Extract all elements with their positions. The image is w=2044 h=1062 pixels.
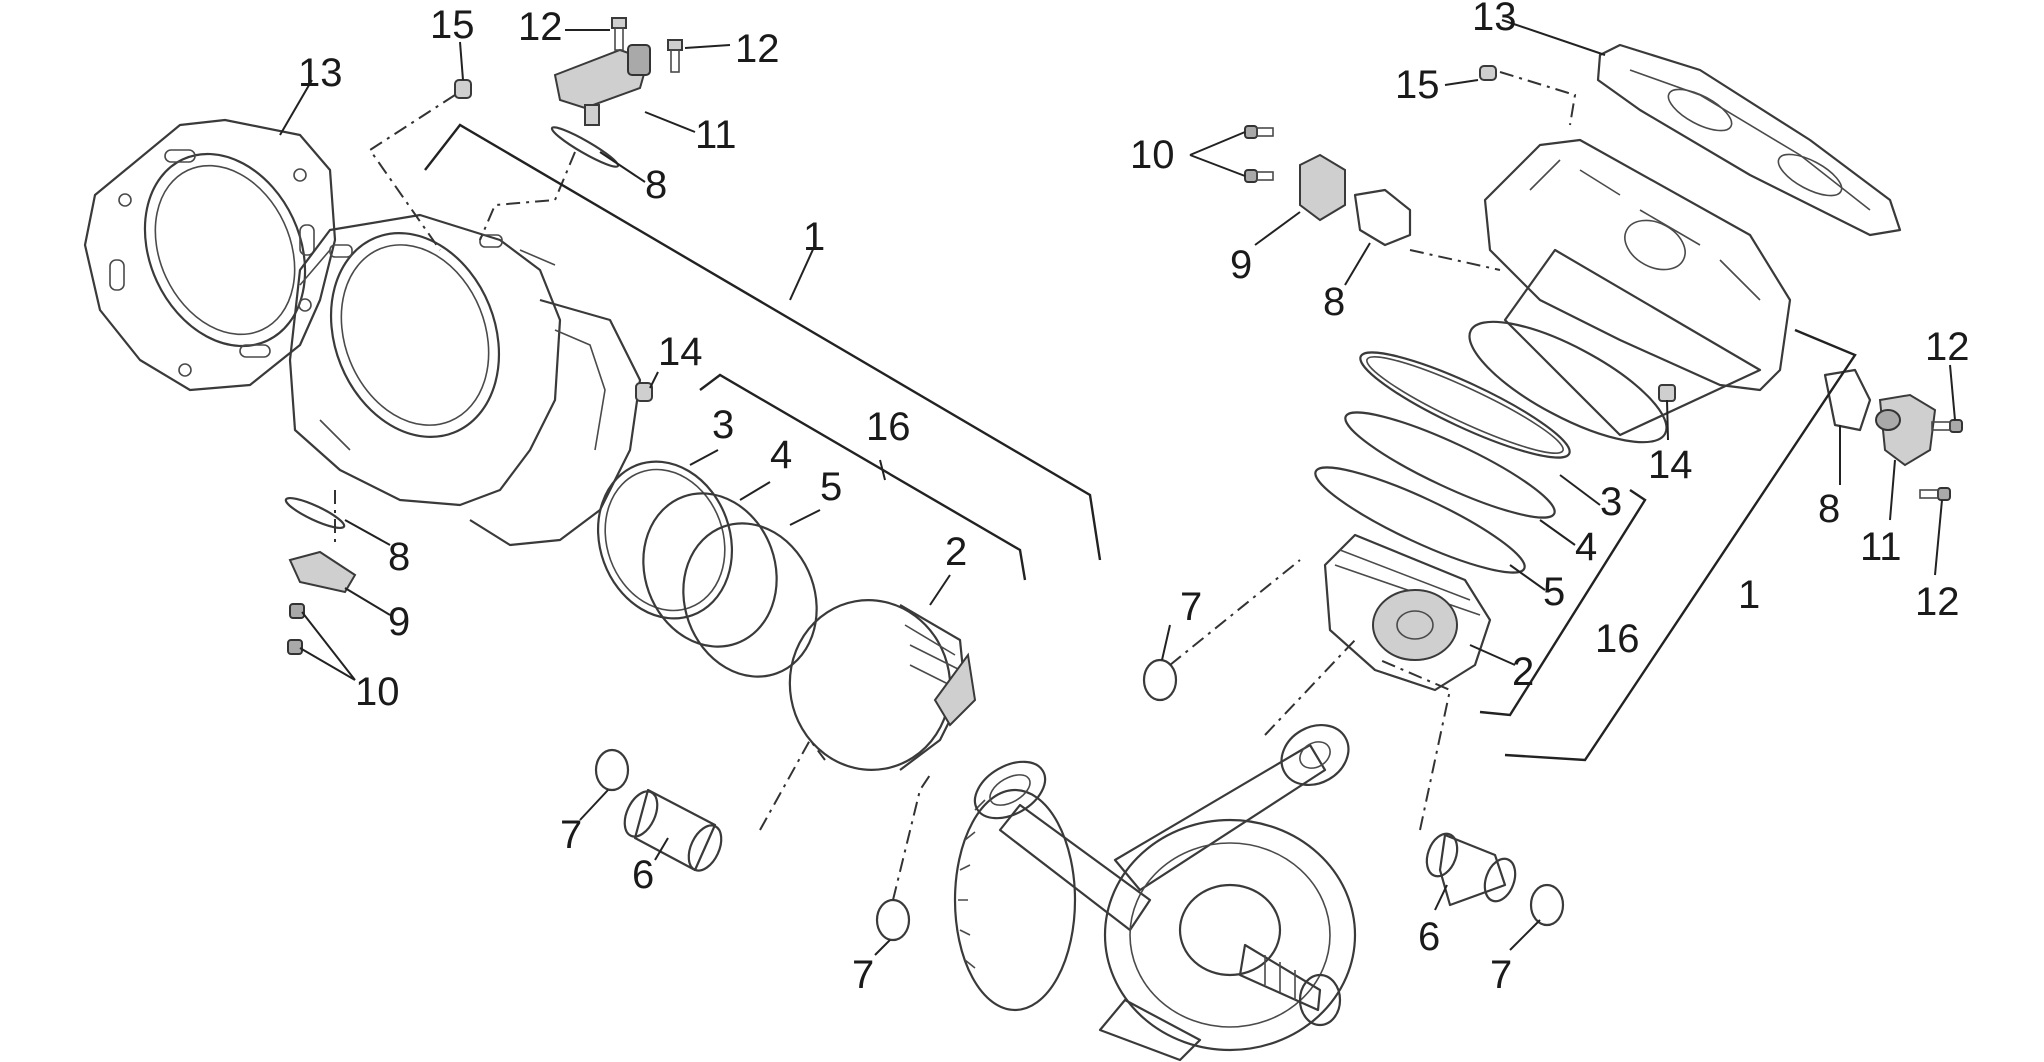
cover-plate-9-right bbox=[1299, 153, 1346, 222]
cylinder-right bbox=[1468, 138, 1792, 444]
dowel-15-left bbox=[454, 79, 472, 99]
head-gasket-left bbox=[83, 118, 337, 392]
group-bracket-16-right bbox=[1479, 489, 1647, 717]
gasket-8-right-top bbox=[1353, 188, 1412, 247]
label-13-left: 13 bbox=[298, 51, 343, 95]
label-6-right: 6 bbox=[1418, 915, 1440, 959]
label-16-left: 16 bbox=[866, 405, 911, 449]
label-11-left: 11 bbox=[695, 113, 737, 157]
label-12-right-b: 12 bbox=[1915, 580, 1960, 624]
alignment-lines bbox=[334, 71, 1577, 901]
label-14-left: 14 bbox=[658, 330, 703, 374]
dowel-14-left bbox=[635, 382, 653, 402]
label-13-right: 13 bbox=[1472, 0, 1517, 39]
label-7-right-b: 7 bbox=[1490, 953, 1512, 997]
label-4-right: 4 bbox=[1575, 525, 1597, 569]
label-12-left-a: 12 bbox=[518, 5, 563, 49]
bolt-12-left-a bbox=[611, 17, 627, 51]
label-15-left: 15 bbox=[430, 3, 475, 47]
group-bracket-1-left bbox=[424, 123, 1102, 561]
dowel-15-right bbox=[1479, 65, 1497, 81]
label-9-right: 9 bbox=[1230, 243, 1252, 287]
part-labels: 13 15 12 12 11 8 1 14 16 3 4 5 2 8 9 10 … bbox=[298, 0, 1970, 997]
piston-pin-right bbox=[1425, 832, 1517, 907]
label-8-left-top: 8 bbox=[645, 163, 667, 207]
circlip-7-right-a bbox=[1142, 658, 1178, 702]
chain-tensioner-right bbox=[1875, 393, 1937, 467]
label-4-left: 4 bbox=[770, 433, 792, 477]
label-6-left: 6 bbox=[632, 853, 654, 897]
head-gasket-right bbox=[1596, 43, 1902, 237]
bolt-12-right-a bbox=[1931, 419, 1963, 433]
bolt-12-right-b bbox=[1919, 487, 1951, 501]
bolt-12-left-b bbox=[667, 39, 683, 73]
piston-rings-left bbox=[596, 460, 818, 678]
circlip-7-left-a bbox=[594, 748, 630, 792]
crankshaft-conrod bbox=[953, 723, 1357, 1062]
label-10-right: 10 bbox=[1130, 133, 1175, 177]
label-1-right: 1 bbox=[1738, 573, 1760, 617]
label-3-right: 3 bbox=[1600, 480, 1622, 524]
label-7-left-a: 7 bbox=[560, 813, 582, 857]
bolts-10-right bbox=[1244, 125, 1274, 183]
label-2-left: 2 bbox=[945, 530, 967, 574]
label-12-left-b: 12 bbox=[735, 27, 780, 71]
piston-right bbox=[1323, 533, 1492, 692]
label-14-right: 14 bbox=[1648, 443, 1693, 487]
bolts-10-left bbox=[287, 603, 305, 655]
chain-tensioner-left bbox=[553, 44, 651, 126]
label-9-left: 9 bbox=[388, 600, 410, 644]
label-7-right-a: 7 bbox=[1180, 585, 1202, 629]
gasket-8-left-bottom bbox=[284, 496, 346, 530]
cylinder-left bbox=[288, 213, 642, 547]
gasket-8-left-top bbox=[550, 126, 620, 168]
piston-pin-left bbox=[623, 788, 723, 872]
label-5-left: 5 bbox=[820, 465, 842, 509]
label-12-right-a: 12 bbox=[1925, 325, 1970, 369]
label-10-left: 10 bbox=[355, 670, 400, 714]
label-11-right: 11 bbox=[1860, 525, 1902, 569]
label-8-left-bottom: 8 bbox=[388, 535, 410, 579]
label-1-left: 1 bbox=[803, 215, 825, 259]
label-3-left: 3 bbox=[712, 403, 734, 447]
circlip-7-left-b bbox=[875, 898, 911, 942]
piston-rings-right bbox=[1314, 351, 1571, 574]
label-5-right: 5 bbox=[1543, 570, 1565, 614]
label-2-right: 2 bbox=[1512, 650, 1534, 694]
label-8-right-top: 8 bbox=[1323, 280, 1345, 324]
cover-plate-9-left bbox=[288, 550, 357, 594]
piston-left bbox=[788, 599, 977, 771]
dowel-14-right bbox=[1658, 384, 1676, 402]
group-bracket-1-right bbox=[1504, 328, 1857, 762]
group-bracket-16-left bbox=[699, 373, 1027, 581]
label-15-right: 15 bbox=[1395, 63, 1440, 107]
circlip-7-right-b bbox=[1529, 883, 1565, 927]
gasket-8-right-bottom bbox=[1823, 368, 1872, 432]
leader-lines bbox=[279, 19, 1956, 956]
label-8-right-bottom: 8 bbox=[1818, 487, 1840, 531]
label-16-right: 16 bbox=[1595, 617, 1640, 661]
label-7-left-b: 7 bbox=[852, 953, 874, 997]
